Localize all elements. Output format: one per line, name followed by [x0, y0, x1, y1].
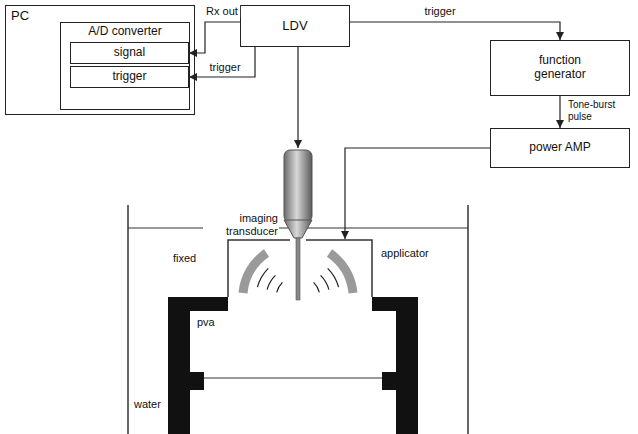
node-text: A/D converter [61, 23, 189, 41]
drive-wire [345, 148, 490, 239]
node-text: PC [6, 6, 194, 27]
imaging-transducer [284, 150, 312, 300]
converter-box: A/D converter signal trigger [60, 22, 190, 110]
instrument-box: power AMP [490, 128, 630, 168]
node-text: signal [110, 46, 149, 60]
channel-box: trigger [70, 66, 189, 88]
signal-connector [350, 22, 560, 40]
node-text: function generator [516, 54, 604, 82]
instrument-box: LDV [240, 5, 350, 47]
signal-label: trigger [422, 5, 457, 18]
signal-connector [559, 96, 560, 128]
part-label: imaging transducer [203, 212, 279, 237]
node-text: power AMP [525, 141, 594, 155]
node-text: LDV [278, 19, 311, 34]
part-label: fixed [172, 252, 197, 265]
node-text: trigger [108, 70, 150, 84]
signal-connector [189, 47, 255, 77]
pva-bottom [190, 377, 396, 379]
setup-illustration [128, 47, 490, 434]
signal-label: Rx out [204, 5, 240, 18]
part-label: applicator [380, 247, 430, 260]
therapy-element [243, 253, 267, 293]
pva-phantom [190, 311, 396, 372]
signal-connector [189, 22, 240, 53]
tank-wall [467, 205, 469, 434]
part-label: pva [196, 316, 216, 329]
channel-box: signal [70, 42, 189, 64]
therapy-element [330, 253, 354, 293]
fixture [168, 297, 418, 434]
signal-label: Tone-burst pulse [566, 99, 632, 122]
ldv-beam-wire [297, 47, 298, 148]
part-label: water [133, 398, 162, 411]
computer-box: PCA/D converter signal trigger [5, 5, 195, 115]
signal-label: trigger [207, 61, 242, 74]
instrument-box: function generator [490, 40, 630, 96]
tank-wall [127, 205, 129, 434]
